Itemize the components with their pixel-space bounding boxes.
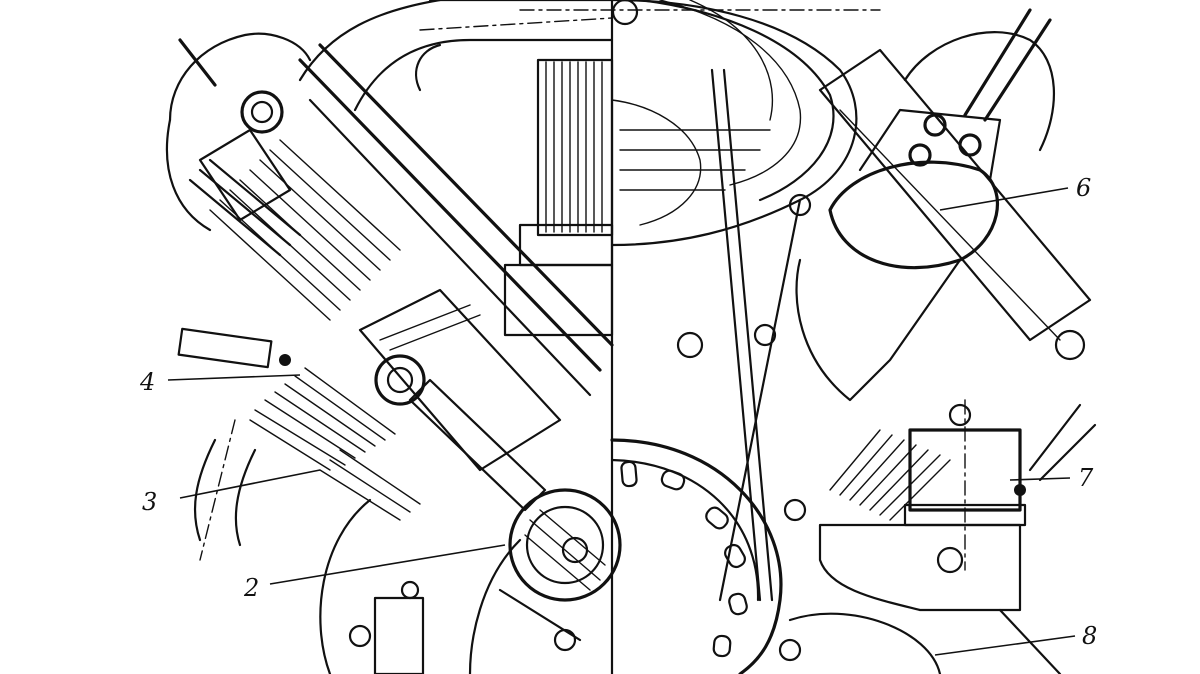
oil-cooler-fins xyxy=(503,58,614,337)
callout-label-7: 7 xyxy=(1078,464,1094,492)
flywheel xyxy=(319,438,783,674)
leader-line-3 xyxy=(179,469,321,499)
crankshaft xyxy=(508,488,622,602)
leader-line-7 xyxy=(1009,477,1071,481)
leader-line-8 xyxy=(934,635,1076,656)
fan-belt xyxy=(710,68,802,602)
leader-line-2 xyxy=(269,544,506,585)
exhaust-pipe-left xyxy=(193,419,257,561)
right-cylinder-head xyxy=(818,31,1092,361)
callout-label-8: 8 xyxy=(1082,622,1097,650)
callout-label-6: 6 xyxy=(1076,174,1091,202)
crankcase-bolts xyxy=(348,580,582,674)
left-cylinder-head xyxy=(165,32,312,257)
leader-lines xyxy=(167,187,1076,656)
timing-cover-right xyxy=(788,523,1062,674)
callout-label-2: 2 xyxy=(243,574,259,602)
flywheel-slots xyxy=(620,460,748,658)
piston xyxy=(358,288,562,472)
spark-plug-left xyxy=(177,327,291,369)
leader-line-6 xyxy=(939,187,1069,211)
left-cylinder-fins xyxy=(209,139,421,521)
callout-label-4: 4 xyxy=(139,368,155,396)
connecting-rod xyxy=(408,378,547,512)
leader-line-4 xyxy=(167,374,301,381)
right-bolts xyxy=(676,193,812,662)
pushrod-tube xyxy=(298,43,614,397)
distributor xyxy=(795,8,1052,402)
fuel-pump xyxy=(903,399,1097,571)
callout-label-3: 3 xyxy=(142,488,157,516)
cooling-fan-housing xyxy=(519,0,881,247)
right-cylinder-fins xyxy=(829,429,951,521)
